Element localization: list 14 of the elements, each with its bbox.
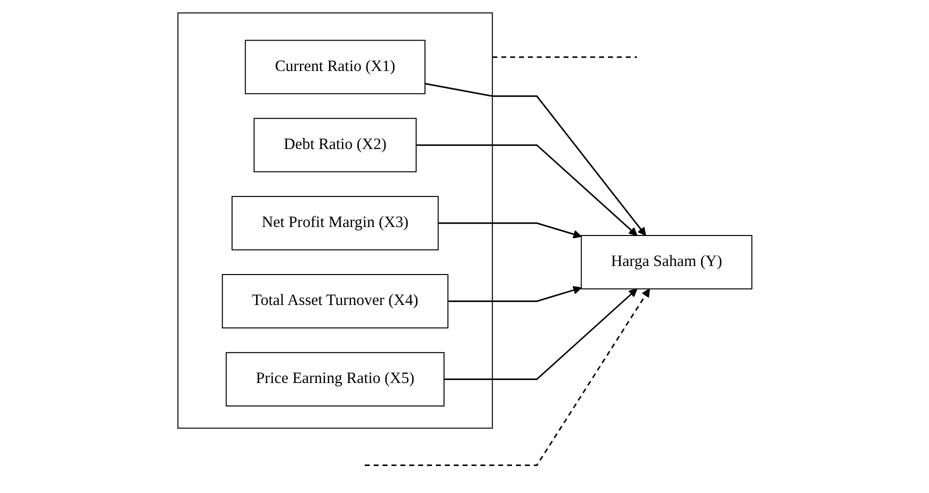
arrow bbox=[438, 222, 582, 238]
node-box: Debt Ratio (X2) bbox=[253, 118, 416, 172]
node-box: Net Profit Margin (X3) bbox=[231, 196, 438, 250]
node-box: Price Earning Ratio (X5) bbox=[225, 352, 444, 406]
node-box: Total Asset Turnover (X4) bbox=[222, 274, 448, 328]
cluster bbox=[177, 12, 492, 429]
arrow bbox=[448, 286, 582, 302]
connector bbox=[492, 56, 637, 58]
arrow bbox=[416, 144, 638, 236]
arrow bbox=[424, 82, 646, 236]
arrow bbox=[364, 288, 650, 466]
node-box: Current Ratio (X1) bbox=[244, 40, 426, 94]
node-box: Harga Saham (Y) bbox=[580, 235, 752, 290]
arrow bbox=[444, 288, 638, 380]
